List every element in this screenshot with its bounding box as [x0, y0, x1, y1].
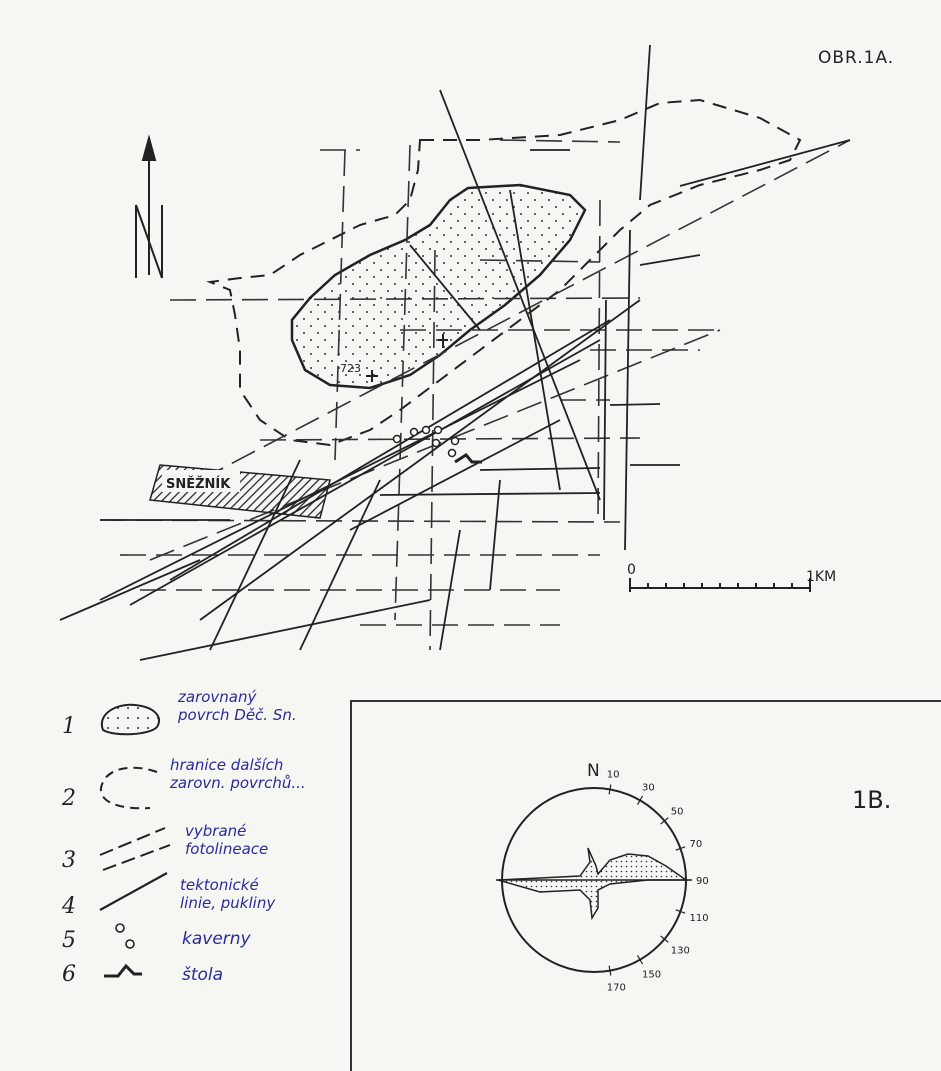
elevation-label: 723: [340, 362, 361, 375]
scale-start-label: 0: [627, 562, 636, 578]
north-arrow-icon: [135, 134, 163, 279]
rose-tick: [636, 795, 644, 805]
geologic-map: SNĚŽNÍK 723 0 1KM: [59, 44, 851, 661]
legend-number: 1: [62, 714, 76, 739]
legend-label: tektonické: [180, 876, 259, 894]
rose-tick: [608, 965, 612, 976]
caverns: [392, 425, 460, 458]
legend-symbol-adit-icon: [104, 963, 142, 978]
legend-label: hranice dalších: [170, 756, 284, 774]
legend-label: kaverny: [182, 929, 251, 949]
sneznik-label: SNĚŽNÍK: [166, 476, 231, 492]
rose-tick: [675, 909, 686, 914]
scale-bar: [629, 578, 811, 592]
legend-label: vybrané: [185, 822, 247, 840]
rose-azimuth-label: 130: [671, 945, 690, 956]
planation-surface-decin-sn: [290, 183, 587, 390]
figure-b-title: 1B.: [852, 786, 892, 814]
legend-number: 3: [62, 848, 76, 873]
scale-end-label: 1KM: [806, 569, 836, 585]
rose-azimuth-label: 30: [642, 782, 655, 793]
rose-diagram: N 10 30 50 70 90 110 130 150 170: [496, 761, 709, 994]
rose-azimuth-label: 150: [642, 970, 661, 981]
figure-title: OBR.1A.: [818, 48, 895, 68]
legend-symbol-cavern-icon: [115, 923, 135, 949]
rose-azimuth-label: 90: [696, 876, 709, 887]
rose-azimuth-labels: 10 30 50 70 90 110 130 150 170: [607, 770, 709, 994]
legend-label: fotolineace: [185, 840, 269, 858]
legend-symbol-dotted-area-icon: [100, 703, 160, 736]
rose-tick: [675, 846, 686, 851]
rose-azimuth-label: 50: [671, 807, 684, 818]
rose-tick: [660, 935, 669, 943]
rose-diagram-panel: [350, 700, 941, 1071]
legend-symbol-photolineament-icon: [99, 827, 171, 871]
planation-surface-boundary: [206, 98, 802, 447]
adit-icon: [454, 453, 482, 464]
legend-label: linie, pukliny: [180, 894, 276, 912]
legend-symbol-tectonic-line-icon: [99, 872, 168, 911]
rose-tick: [608, 784, 612, 795]
legend-label: povrch Děč. Sn.: [178, 706, 297, 724]
rose-azimuth-label: 170: [607, 982, 626, 993]
legend-number: 6: [62, 962, 76, 987]
legend-label: zarovnaný: [178, 688, 257, 706]
legend-symbol-dashed-boundary-icon: [99, 766, 158, 810]
legend-label: štola: [182, 965, 224, 985]
rose-north-label: N: [587, 761, 600, 781]
legend-label: zarovn. povrchů...: [170, 774, 306, 792]
legend-number: 4: [62, 894, 76, 919]
legend-number: 5: [62, 928, 76, 953]
legend-number: 2: [62, 786, 76, 811]
tectonic-lines: [59, 44, 851, 661]
rose-azimuth-label: 70: [689, 839, 702, 850]
summit-marks: [366, 334, 448, 382]
rose-petal: [497, 847, 689, 921]
rose-tick: [636, 955, 644, 965]
rose-azimuth-label: 10: [607, 770, 620, 781]
rose-azimuth-label: 110: [689, 913, 708, 924]
rose-tick: [660, 817, 669, 825]
